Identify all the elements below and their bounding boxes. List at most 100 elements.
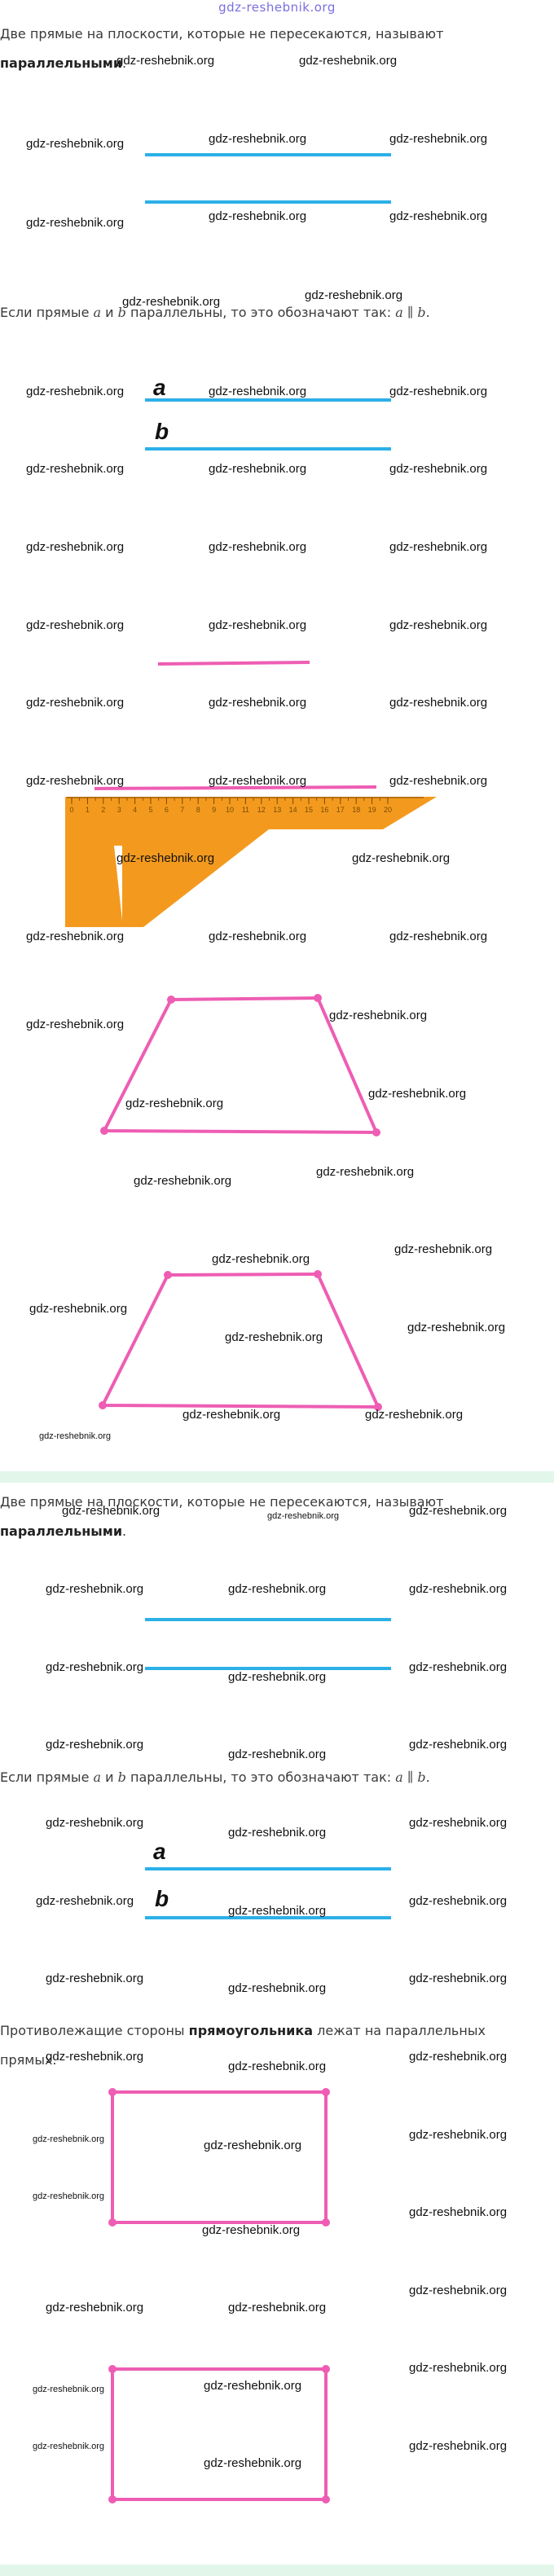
watermark: gdz-reshebnik.org	[212, 1252, 310, 1266]
rectangle-figure-2	[108, 2365, 330, 2503]
ruler-tick-label: 15	[305, 806, 313, 814]
watermark: gdz-reshebnik.org	[26, 462, 125, 476]
watermark: gdz-reshebnik.org	[209, 209, 307, 223]
watermark: gdz-reshebnik.org	[389, 618, 488, 632]
watermark: gdz-reshebnik.org	[228, 1981, 327, 1995]
notation-var-b: b	[117, 305, 126, 320]
watermark: gdz-reshebnik.org	[299, 54, 398, 68]
ruler-tick-label: 10	[226, 806, 234, 814]
ruler-tick-label: 4	[133, 806, 137, 814]
ruler-tick-label: 5	[148, 806, 152, 814]
watermark: gdz-reshebnik.org	[225, 1330, 323, 1344]
watermark: gdz-reshebnik.org	[305, 288, 403, 302]
watermark: gdz-reshebnik.org	[409, 2284, 508, 2297]
parallel-lines-figure-1	[145, 153, 391, 204]
watermark: gdz-reshebnik.org	[409, 1894, 508, 1908]
ruler-tick-label: 14	[289, 806, 297, 814]
watermark: gdz-reshebnik.org	[46, 2301, 144, 2314]
rect-text-end: лежат на параллельных прямых.	[0, 2023, 486, 2068]
watermark: gdz-reshebnik.org	[409, 1816, 508, 1830]
watermark: gdz-reshebnik.org	[209, 618, 307, 632]
vertex-point	[164, 1271, 172, 1279]
rectangle-shape	[111, 2090, 328, 2224]
ruler-tick-label: 8	[196, 806, 200, 814]
ruler-tick-label: 3	[117, 806, 121, 814]
watermark: gdz-reshebnik.org	[389, 462, 488, 476]
watermark: gdz-reshebnik.org	[117, 54, 215, 68]
definition-text: Две прямые на плоскости, которые не пере…	[0, 1494, 444, 1510]
ruler-tick-label: 12	[257, 806, 266, 814]
watermark: gdz-reshebnik.org	[33, 2191, 105, 2201]
rectangle-paragraph: Противолежащие стороны прямоугольника ле…	[0, 2016, 546, 2075]
vertex-point	[108, 2495, 117, 2503]
line-label-b: b	[155, 1886, 169, 1911]
notation-paragraph: Если прямые a и b параллельны, то это об…	[0, 298, 546, 327]
trapezoid-figure-2	[99, 1270, 382, 1411]
watermark: gdz-reshebnik.org	[46, 1738, 144, 1752]
watermark: gdz-reshebnik.org	[33, 2385, 105, 2394]
vertex-point	[372, 1128, 380, 1136]
watermark: gdz-reshebnik.org	[26, 1018, 125, 1031]
vertex-point	[100, 1127, 108, 1135]
watermark: gdz-reshebnik.org	[389, 209, 488, 223]
notation-var-a: a	[93, 1769, 102, 1785]
ruler-tick-label: 9	[212, 806, 216, 814]
watermark: gdz-reshebnik.org	[352, 851, 451, 865]
watermark: gdz-reshebnik.org	[26, 618, 125, 632]
watermark: gdz-reshebnik.org	[368, 1087, 467, 1101]
watermark: gdz-reshebnik.org	[209, 385, 307, 398]
vertex-point	[108, 2088, 117, 2096]
watermark: gdz-reshebnik.org	[39, 1431, 112, 1441]
watermark: gdz-reshebnik.org	[117, 851, 215, 865]
definition-term: параллельными	[0, 1523, 123, 1539]
ruler-tick-label: 2	[101, 806, 105, 814]
vertex-point	[322, 2218, 330, 2227]
watermark: gdz-reshebnik.org	[62, 1504, 160, 1518]
watermark: gdz-reshebnik.org	[228, 1582, 327, 1596]
vertex-point	[314, 1270, 322, 1278]
watermark: gdz-reshebnik.org	[202, 2223, 301, 2237]
site-title[interactable]: gdz-reshebnik.org	[218, 0, 336, 15]
watermark: gdz-reshebnik.org	[409, 2050, 508, 2064]
watermark: gdz-reshebnik.org	[33, 2442, 105, 2451]
watermark: gdz-reshebnik.org	[329, 1009, 428, 1022]
notation-text-mid: параллельны, то это обозначают так:	[130, 1769, 392, 1785]
ruler-tick-label: 1	[86, 806, 90, 814]
ruler-tick-label: 20	[384, 806, 392, 814]
watermark: gdz-reshebnik.org	[407, 1321, 506, 1334]
labelled-parallel-lines-figure: a b	[145, 375, 391, 451]
watermark: gdz-reshebnik.org	[389, 930, 488, 943]
watermark: gdz-reshebnik.org	[134, 1174, 232, 1188]
watermark: gdz-reshebnik.org	[46, 1816, 144, 1830]
rect-term: прямоугольника	[188, 2023, 314, 2038]
notation-text-start: Если прямые	[0, 1769, 90, 1785]
notation-text-mid: параллельны, то это обозначают так:	[130, 305, 392, 320]
watermark: gdz-reshebnik.org	[26, 385, 125, 398]
watermark: gdz-reshebnik.org	[409, 1972, 508, 1985]
watermark: gdz-reshebnik.org	[389, 385, 488, 398]
vertex-point	[322, 2495, 330, 2503]
watermark: gdz-reshebnik.org	[26, 137, 125, 151]
watermark: gdz-reshebnik.org	[409, 1660, 508, 1674]
watermark: gdz-reshebnik.org	[389, 696, 488, 710]
definition-period: .	[122, 1523, 127, 1539]
watermark: gdz-reshebnik.org	[46, 1582, 144, 1596]
watermark: gdz-reshebnik.org	[182, 1408, 281, 1422]
notation-formula: a ∥ b	[395, 1769, 426, 1785]
ruler-tick-label: 0	[69, 806, 73, 814]
ruler-tick-label: 7	[180, 806, 184, 814]
watermark: gdz-reshebnik.org	[204, 2456, 302, 2470]
rect-text-start: Противолежащие стороны	[0, 2023, 185, 2038]
definition-term: параллельными	[0, 55, 123, 71]
definition-text: Две прямые на плоскости, которые не пере…	[0, 26, 444, 42]
pink-line-above-ruler	[94, 785, 377, 790]
watermark: gdz-reshebnik.org	[389, 540, 488, 554]
ruler-tick-label: 19	[368, 806, 376, 814]
single-segment-figure	[157, 661, 310, 666]
watermark: gdz-reshebnik.org	[228, 1904, 327, 1918]
watermark: gdz-reshebnik.org	[409, 2128, 508, 2142]
watermark: gdz-reshebnik.org	[267, 1511, 340, 1521]
notation-var-a: a	[93, 305, 102, 320]
definition-paragraph: Две прямые на плоскости, которые не пере…	[0, 20, 546, 78]
watermark: gdz-reshebnik.org	[125, 1097, 224, 1110]
